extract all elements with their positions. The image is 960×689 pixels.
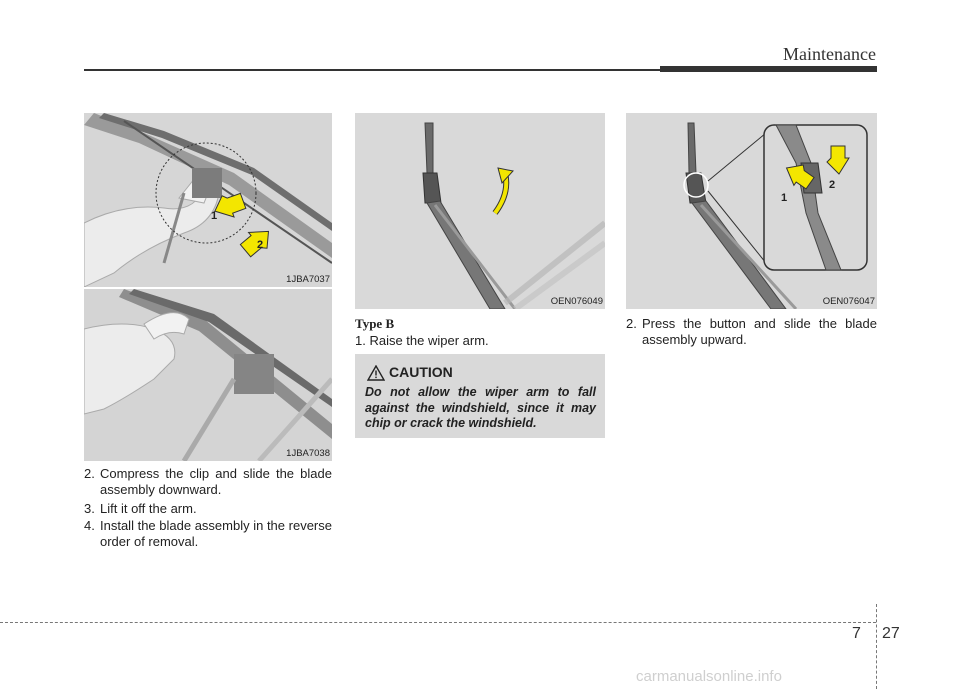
chapter-number: 7 [852, 625, 861, 642]
step-text: Compress the clip and slide the blade as… [100, 466, 332, 497]
step-number: 3. [84, 501, 95, 516]
figure-raise-arm-illustration [355, 113, 605, 309]
figure-press-button: 1 2 OEN076047 [626, 113, 877, 309]
figure-code: OEN076049 [550, 296, 603, 307]
figure-blade-clip-illustration [84, 113, 332, 287]
step-1-raise-arm: 1. Raise the wiper arm. [355, 333, 489, 348]
figure-raise-arm: OEN076049 [355, 113, 605, 309]
step-3-lift-arm: 3. Lift it off the arm. [84, 501, 332, 517]
step-text: Install the blade assembly in the revers… [100, 518, 332, 549]
header-rule [84, 69, 660, 71]
step-number: 2. [84, 466, 95, 481]
step-2-compress-clip: 2. Compress the clip and slide the blade… [84, 466, 332, 498]
step-4-install-blade: 4. Install the blade assembly in the rev… [84, 518, 332, 550]
step-text: Press the button and slide the blade ass… [642, 316, 877, 347]
figure-code: 1JBA7038 [286, 448, 330, 459]
type-b-heading: Type B [355, 316, 395, 331]
step-text: Lift it off the arm. [100, 501, 197, 516]
callout-1: 1 [781, 192, 788, 204]
caution-box: CAUTION Do not allow the wiper arm to fa… [355, 354, 605, 438]
callout-2: 2 [829, 179, 836, 191]
page-number: 27 [882, 625, 900, 642]
callout-2: 2 [257, 239, 264, 251]
step-number: 2. [626, 316, 637, 331]
figure-press-button-illustration [626, 113, 877, 309]
step-number: 4. [84, 518, 95, 533]
figure-blade-removal: 1JBA7038 [84, 289, 332, 461]
figure-code: 1JBA7037 [286, 274, 330, 285]
watermark: carmanualsonline.info [636, 668, 782, 685]
caution-text: Do not allow the wiper arm to fall again… [365, 385, 596, 430]
warning-triangle-icon [367, 365, 385, 381]
header-bar [660, 66, 877, 72]
figure-blade-clip: 1 2 1JBA7037 [84, 113, 332, 287]
footer-dashed-rule [0, 622, 876, 623]
figure-code: OEN076047 [822, 296, 875, 307]
footer-vertical-dash [876, 604, 877, 689]
figure-blade-removal-illustration [84, 289, 332, 461]
section-title: Maintenance [783, 44, 876, 64]
step-2-press-button: 2. Press the button and slide the blade … [626, 316, 877, 348]
callout-1: 1 [211, 210, 218, 222]
caution-title: CAUTION [389, 364, 453, 380]
